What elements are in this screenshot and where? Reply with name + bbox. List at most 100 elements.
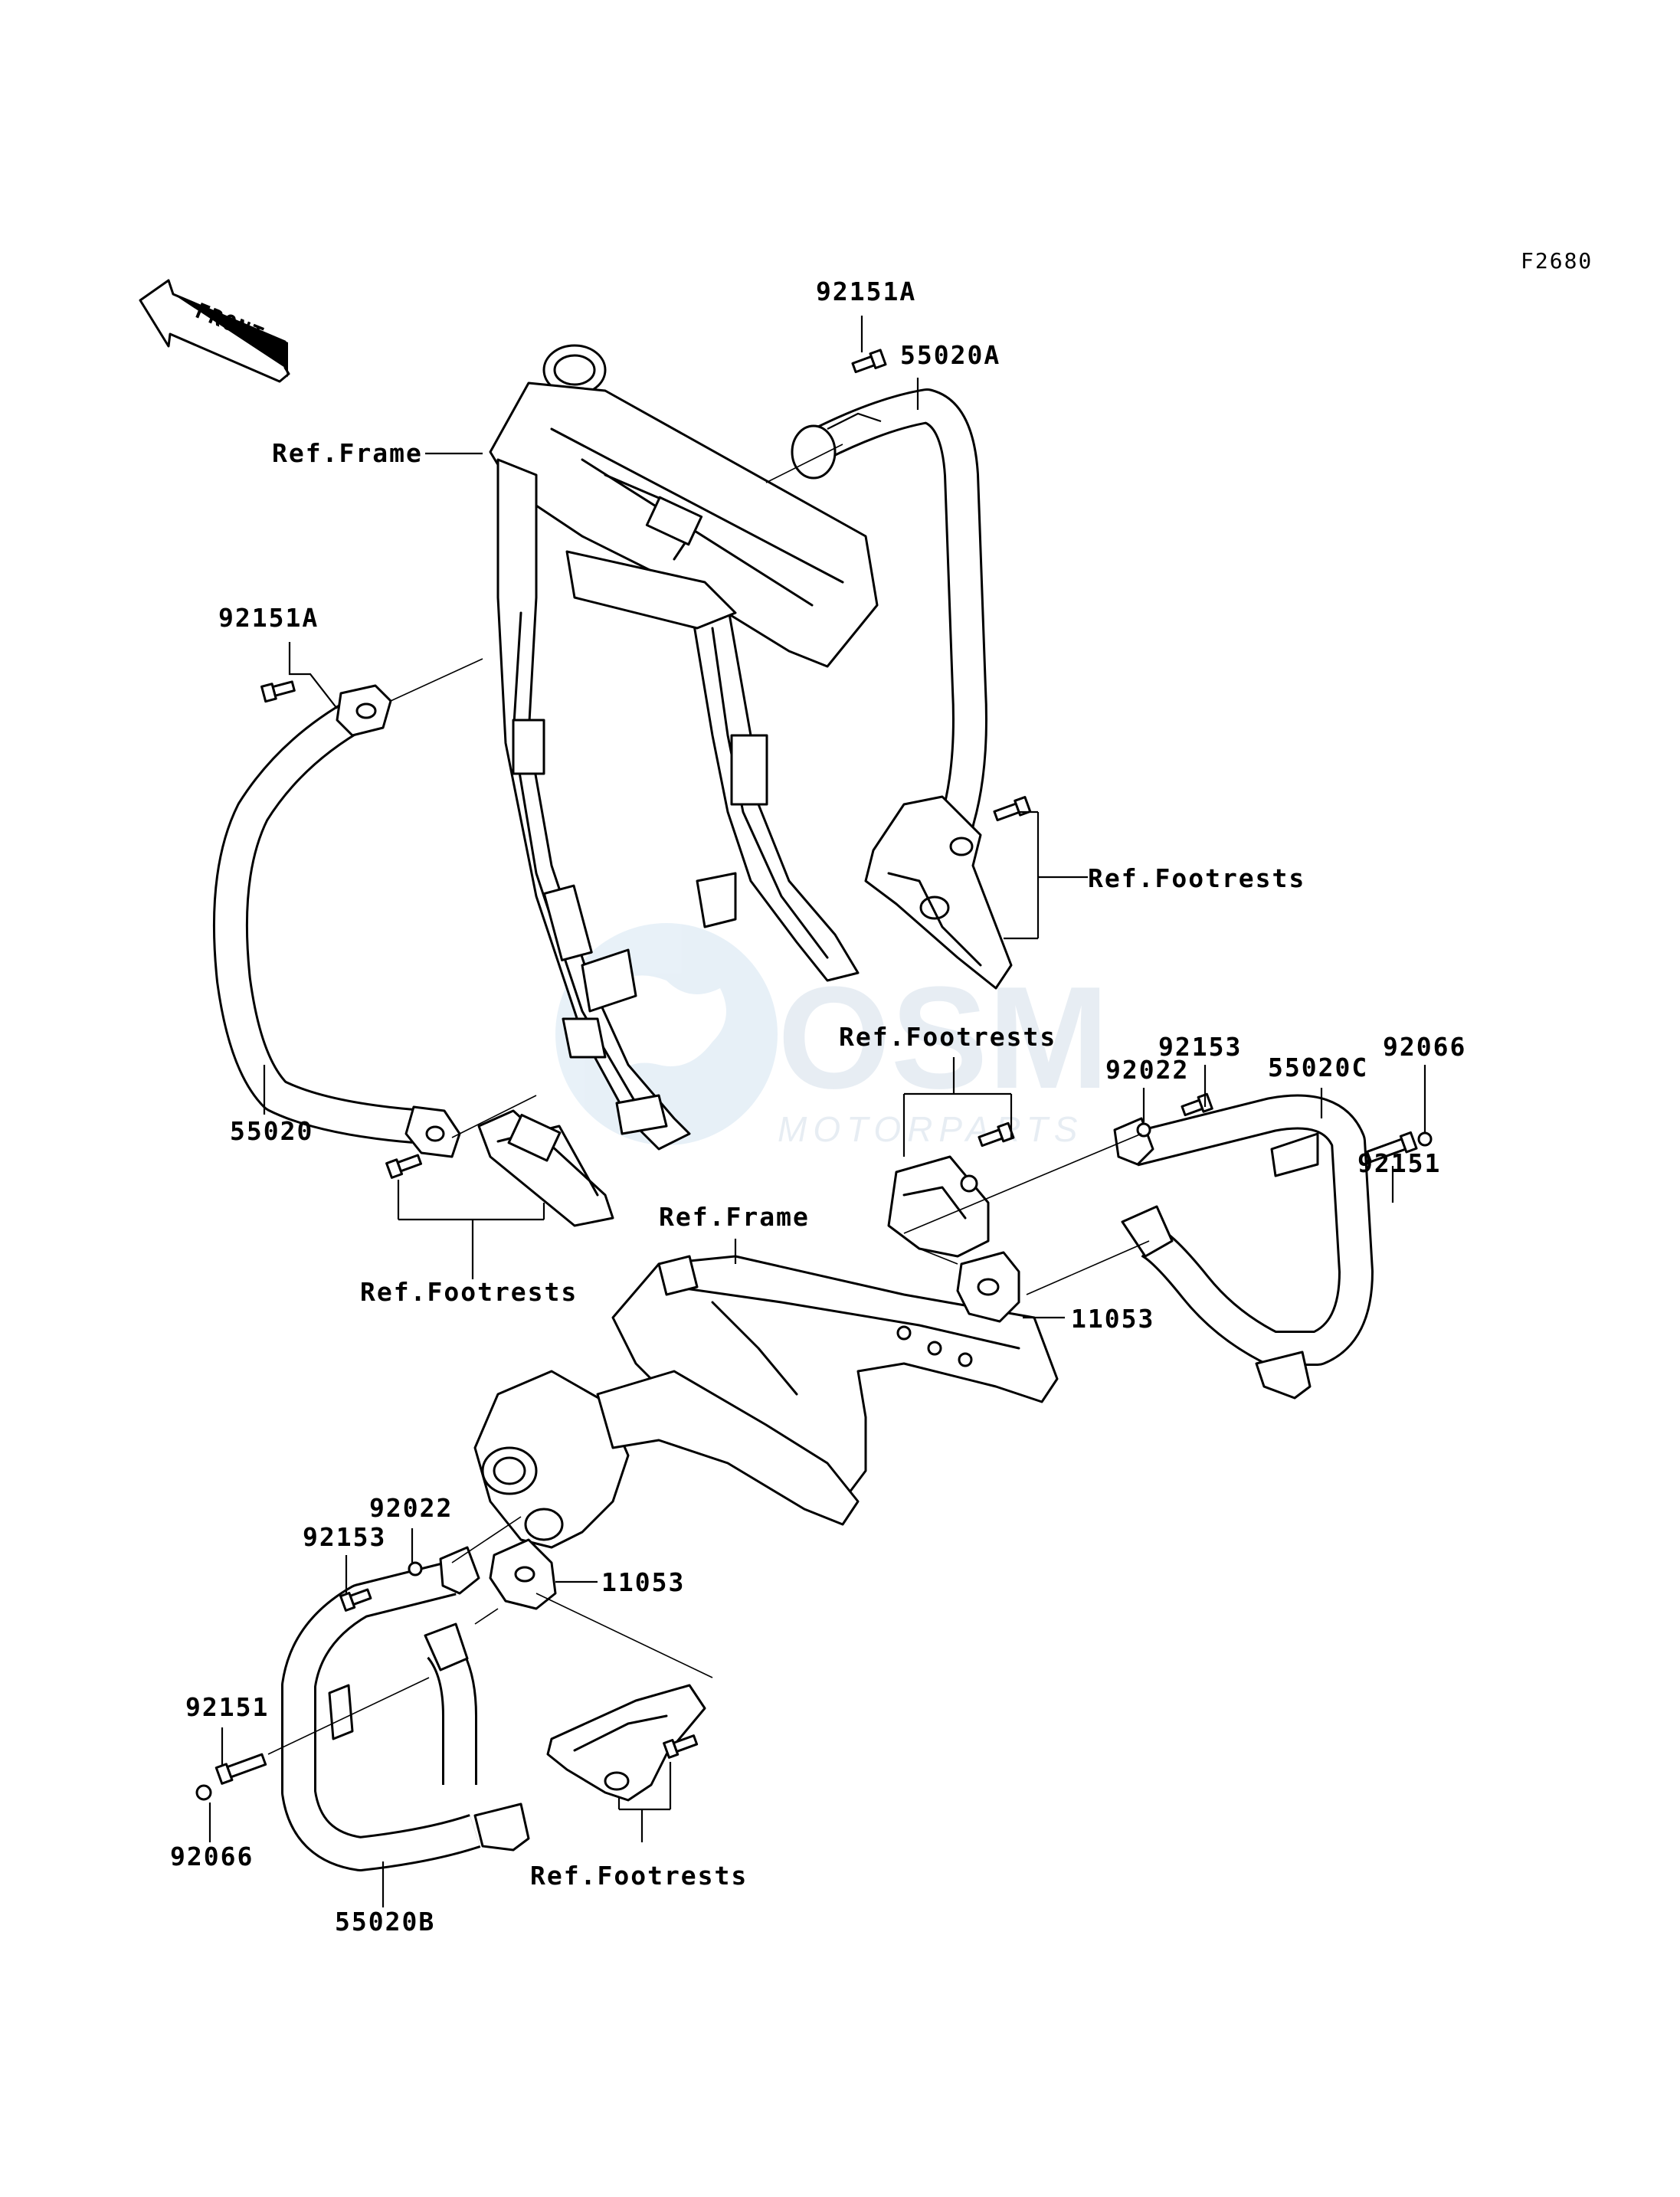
footrest-front-left-block	[507, 1113, 562, 1162]
leader-guard-axis-right	[765, 444, 843, 483]
steering-head-inner	[553, 354, 596, 386]
bracket-11053-bottom-hole	[514, 1566, 535, 1583]
watermark-continent-shape	[595, 975, 726, 1080]
lower-frame-casting	[473, 1370, 630, 1549]
washer-92066-bottom	[195, 1784, 212, 1801]
downtube-bracket-1	[512, 719, 545, 775]
leader-55020A-axis	[827, 412, 882, 430]
lower-frame-hole-3	[958, 1352, 973, 1367]
label-92151A-left[interactable]: 92151A	[218, 603, 319, 633]
leader-rear-axis-right-2	[1026, 1240, 1150, 1295]
label-ref-frame-top[interactable]: Ref.Frame	[272, 438, 423, 468]
bolt-92153-bottom	[339, 1588, 372, 1612]
guard-55020A-end-cap	[791, 424, 837, 480]
leader-92151A-left	[288, 642, 338, 709]
label-ref-footrests-mid[interactable]: Ref.Footrests	[839, 1022, 1056, 1052]
label-92153-top[interactable]: 92153	[1158, 1032, 1242, 1062]
bolt-footrest-left-head	[385, 1158, 404, 1179]
frame-rear-tube-detail	[711, 627, 829, 959]
guard-55020C-lower-bracket	[1255, 1351, 1312, 1400]
bolt-92151A-left-head	[260, 683, 277, 703]
frame-cross-tube	[565, 550, 737, 630]
upper-frame	[489, 344, 879, 1151]
rear-tube-plate	[696, 872, 737, 928]
lower-frame-detail-1	[673, 1285, 1020, 1350]
footrest-mid-hole	[960, 1174, 978, 1193]
label-92022-top[interactable]: 92022	[1105, 1055, 1189, 1085]
footrest-bottom-hole	[604, 1771, 630, 1791]
label-55020[interactable]: 55020	[230, 1116, 313, 1146]
leader-11053-footrest	[535, 1593, 713, 1678]
frame-lower-mount-1	[562, 1017, 607, 1059]
bracket-11053-right-hole	[977, 1278, 1000, 1296]
guard-55020B-side-plate	[328, 1684, 354, 1740]
leader-guard-axis-left	[390, 658, 483, 702]
label-55020B[interactable]: 55020B	[335, 1907, 435, 1937]
label-11053-right[interactable]: 11053	[1071, 1304, 1154, 1334]
label-55020C[interactable]: 55020C	[1268, 1053, 1368, 1082]
label-92066-bottom[interactable]: 92066	[170, 1842, 254, 1871]
washer-92022-bottom	[408, 1561, 423, 1577]
lower-frame-hole-2	[927, 1341, 942, 1356]
footrest-mid-detail	[902, 1186, 967, 1220]
leader-lines	[208, 316, 1426, 1907]
guard-55020C-side-plate	[1270, 1132, 1319, 1177]
guard-55020B-collar	[424, 1622, 469, 1671]
bolt-92153-bottom-head	[339, 1591, 356, 1612]
label-92022-bottom[interactable]: 92022	[369, 1493, 453, 1523]
label-11053-bottom[interactable]: 11053	[601, 1567, 685, 1597]
label-55020A[interactable]: 55020A	[900, 340, 1000, 370]
label-ref-footrests-bottom[interactable]: Ref.Footrests	[530, 1861, 748, 1891]
guard-55020B-tube-inner	[283, 1563, 480, 1869]
leader-ref-footrests-mid	[902, 1057, 1013, 1157]
guard-55020C-tube-inner	[1130, 1096, 1371, 1364]
lower-frame-hole-1	[896, 1325, 912, 1341]
lower-frame-front-spar	[657, 1255, 699, 1296]
frame-bracket	[645, 496, 703, 546]
bolt-footrest-bottom-head	[663, 1738, 680, 1759]
bolt-92151-right-head	[1399, 1131, 1418, 1154]
label-92151-left[interactable]: 92151	[185, 1692, 269, 1722]
bolt-92151-left-shank	[226, 1753, 267, 1779]
label-92151-right[interactable]: 92151	[1357, 1148, 1441, 1178]
bolt-92151A-top-head	[869, 349, 887, 370]
downtube-bracket-2	[542, 884, 593, 961]
leader-bolt-92151-axis	[267, 1677, 430, 1755]
label-ref-footrests-right[interactable]: Ref.Footrests	[1088, 863, 1305, 893]
guard-55020B-top-plate	[439, 1546, 480, 1595]
watermark-brand: OSM	[778, 957, 1109, 1119]
front-arrow-shadow	[173, 294, 288, 378]
guard-55020A-bracket-inner	[887, 872, 982, 967]
label-ref-frame-mid[interactable]: Ref.Frame	[659, 1202, 810, 1232]
leader-ref-footrests-bottom	[617, 1762, 672, 1842]
footrest-mid	[887, 1155, 990, 1258]
guard-55020A-bracket-hole-1	[949, 837, 974, 856]
bolt-92151A-left-shank	[271, 680, 296, 697]
leader-ref-footrests-right	[1004, 810, 1088, 940]
guard-55020A-bracket	[864, 795, 1013, 990]
bolt-footrest-right	[993, 796, 1032, 822]
part-labels: 92151A 55020A Ref.Frame 92151A Ref.Footr…	[170, 277, 1466, 1937]
guard-55020-bottom-hole	[425, 1125, 445, 1142]
leader-rear-axis-left-2	[474, 1608, 499, 1625]
label-ref-footrests-left[interactable]: Ref.Footrests	[360, 1277, 578, 1307]
label-92153-bottom[interactable]: 92153	[303, 1522, 386, 1552]
bolt-footrest-bottom	[663, 1734, 699, 1759]
lower-frame-swingarm	[596, 1370, 860, 1526]
label-92066-top[interactable]: 92066	[1383, 1032, 1466, 1062]
footrest-bottom	[546, 1684, 706, 1802]
bolt-footrest-mid	[978, 1121, 1015, 1148]
figure-code: F2680	[1521, 248, 1593, 273]
guard-55020-top-hole	[355, 702, 377, 719]
lower-frame-boss-inner	[493, 1456, 526, 1485]
label-92151A-top[interactable]: 92151A	[816, 277, 916, 306]
leader-rear-axis-right	[903, 1133, 1142, 1234]
footrest-bracket-front-left	[477, 1109, 614, 1227]
guard-55020	[212, 684, 461, 1158]
footrest-bottom-body	[546, 1684, 706, 1802]
washer-92022-top	[1136, 1122, 1151, 1138]
leader-ref-frame-mid-axis	[919, 1248, 958, 1265]
footrest-bottom-detail	[573, 1714, 668, 1752]
bracket-11053-bottom	[489, 1538, 557, 1610]
